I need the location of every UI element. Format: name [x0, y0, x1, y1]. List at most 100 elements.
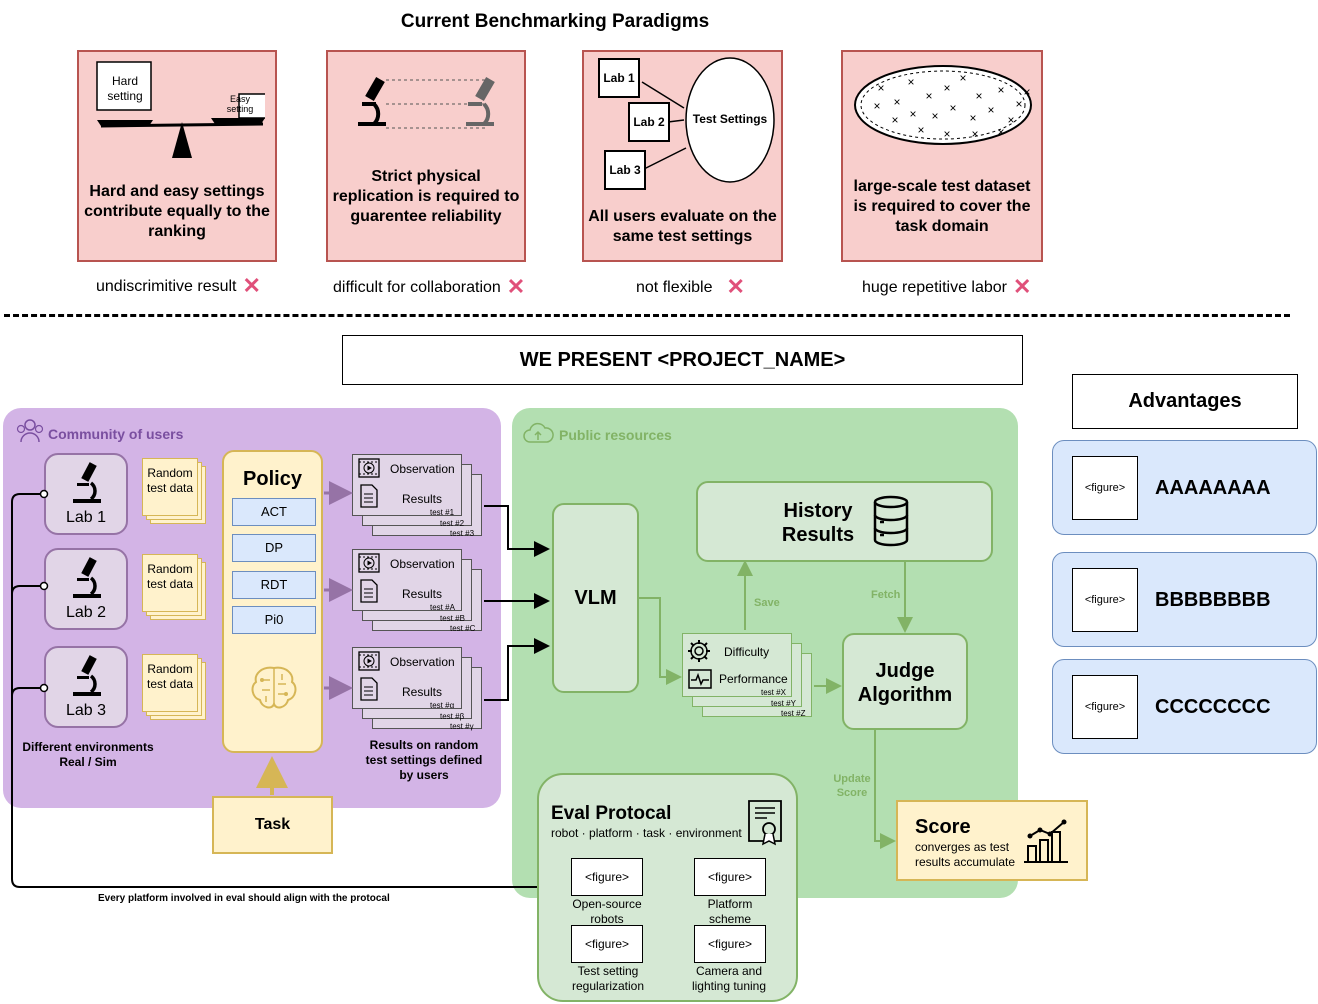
lab-label: Lab 1: [65, 509, 107, 526]
lab-label: Lab 3: [65, 702, 107, 719]
results-label: Results: [402, 587, 443, 601]
microscope-icon: [73, 462, 101, 503]
advantage-text: CCCCCCCC: [1155, 696, 1271, 718]
community-title: Community of users: [48, 426, 184, 442]
x-mark-icon: ✕: [726, 274, 745, 299]
data-point-mark: ×: [997, 125, 1004, 139]
balance-scale-icon: [96, 61, 265, 158]
lab-card: Lab 2: [44, 548, 128, 630]
paradigm-con: difficult for collaboration✕: [333, 274, 526, 299]
advantage-text: AAAAAAAA: [1155, 477, 1271, 499]
random-test-data: Random test data: [142, 554, 206, 620]
advantage-text: BBBBBBBB: [1155, 589, 1271, 611]
video-icon: [358, 458, 380, 478]
policy-item: DP: [232, 534, 316, 562]
test-label: test #1: [430, 508, 455, 517]
results-stack: Observation Results test #1 test #2 test…: [352, 454, 484, 540]
paradigm-text: Strict physical replication is required …: [332, 168, 520, 225]
random-test-data-label: Random test data: [146, 562, 194, 591]
video-icon: [358, 553, 380, 573]
random-test-data: Random test data: [142, 654, 206, 720]
x-mark-icon: ✕: [242, 273, 261, 298]
results-caption: Results on random test settings defined …: [365, 738, 483, 782]
lab-card: Lab 1: [44, 453, 128, 535]
section-divider: [4, 314, 1290, 317]
waveform-icon: [688, 669, 712, 689]
test-label: test #Y: [771, 699, 796, 708]
lab-box: Lab 1: [598, 58, 640, 98]
test-label: test #X: [761, 688, 786, 697]
data-point-mark: ×: [873, 99, 880, 113]
random-test-data-label: Random test data: [146, 466, 194, 495]
microscope-icon: [358, 76, 495, 129]
data-point-mark: ×: [997, 83, 1004, 97]
hard-setting-label: Hard setting: [107, 74, 143, 103]
data-point-mark: ×: [971, 127, 978, 141]
data-point-mark: ×: [893, 95, 900, 109]
database-icon: [873, 495, 909, 547]
data-point-mark: ×: [1023, 85, 1030, 99]
data-point-mark: ×: [959, 71, 966, 85]
eval-protocol-title: Eval Protocal: [551, 803, 672, 824]
paradigm-con: undiscrimitive result✕: [96, 273, 261, 298]
history-results-box: History Results: [696, 481, 993, 562]
figure-caption: Camera and lighting tuning: [691, 964, 767, 993]
history-results-label: History Results: [781, 500, 855, 546]
lab-label: Lab 2: [65, 604, 107, 621]
figure-placeholder: <figure>: [694, 858, 766, 896]
score-box: Score converges as test results accumula…: [896, 800, 1088, 881]
advantage-card: <figure> BBBBBBBB: [1052, 552, 1317, 647]
figure-placeholder: <figure>: [1072, 456, 1138, 520]
video-icon: [358, 651, 380, 671]
certificate-icon: [748, 800, 782, 846]
data-point-mark: ×: [909, 107, 916, 121]
lab-box: Lab 2: [628, 102, 670, 142]
microscope-icon: [73, 655, 101, 696]
data-point-mark: ×: [1015, 97, 1022, 111]
assessment-stack: Difficulty Performance test #X test #Y t…: [682, 633, 814, 721]
results-stack: Observation Results test #A test #B test…: [352, 549, 484, 635]
paradigm-card-same-settings: Lab 1 Lab 2 Lab 3 Test Settings All user…: [582, 50, 783, 262]
project-banner: WE PRESENT <PROJECT_NAME>: [342, 335, 1023, 385]
test-label: test #2: [440, 519, 465, 528]
vlm-box: VLM: [552, 503, 639, 693]
test-label: test #C: [450, 624, 476, 633]
data-point-mark: ×: [943, 127, 950, 141]
gear-icon: [688, 640, 710, 662]
test-label: test #Z: [781, 709, 806, 718]
align-note: Every platform involved in eval should a…: [98, 893, 390, 904]
test-label: test #β: [440, 712, 465, 721]
document-icon: [360, 579, 378, 603]
task-box: Task: [212, 796, 333, 854]
score-desc: converges as test results accumulate: [915, 840, 1016, 869]
advantage-card: <figure> CCCCCCCC: [1052, 659, 1317, 754]
policy-item: Pi0: [232, 606, 316, 634]
policy-item: ACT: [232, 498, 316, 526]
figure-placeholder: <figure>: [1072, 568, 1138, 632]
observation-label: Observation: [390, 655, 455, 669]
test-label: test #A: [430, 603, 455, 612]
paradigm-con: huge repetitive labor✕: [862, 274, 1032, 299]
dataset-scatter-icon: ××××××××××××××××××××××: [854, 65, 1032, 145]
fetch-label: Fetch: [871, 589, 901, 601]
data-point-mark: ×: [917, 123, 924, 137]
easy-setting-label: Easy setting: [226, 94, 254, 114]
x-mark-icon: ✕: [506, 274, 526, 299]
data-point-mark: ×: [877, 81, 884, 95]
policy-title: Policy: [243, 468, 302, 490]
figure-placeholder: <figure>: [571, 858, 643, 896]
document-icon: [360, 677, 378, 701]
public-title: Public resources: [559, 427, 672, 443]
observation-label: Observation: [390, 557, 455, 571]
data-point-mark: ×: [907, 75, 914, 89]
document-icon: [360, 484, 378, 508]
paradigm-text: All users evaluate on the same test sett…: [588, 208, 777, 245]
data-point-mark: ×: [987, 103, 994, 117]
paradigm-text: Hard and easy settings contribute equall…: [84, 183, 270, 240]
random-test-data: Random test data: [142, 458, 206, 524]
data-point-mark: ×: [1007, 113, 1014, 127]
users-icon: [16, 419, 44, 443]
x-mark-icon: ✕: [1012, 274, 1032, 299]
random-test-data-label: Random test data: [146, 662, 194, 691]
